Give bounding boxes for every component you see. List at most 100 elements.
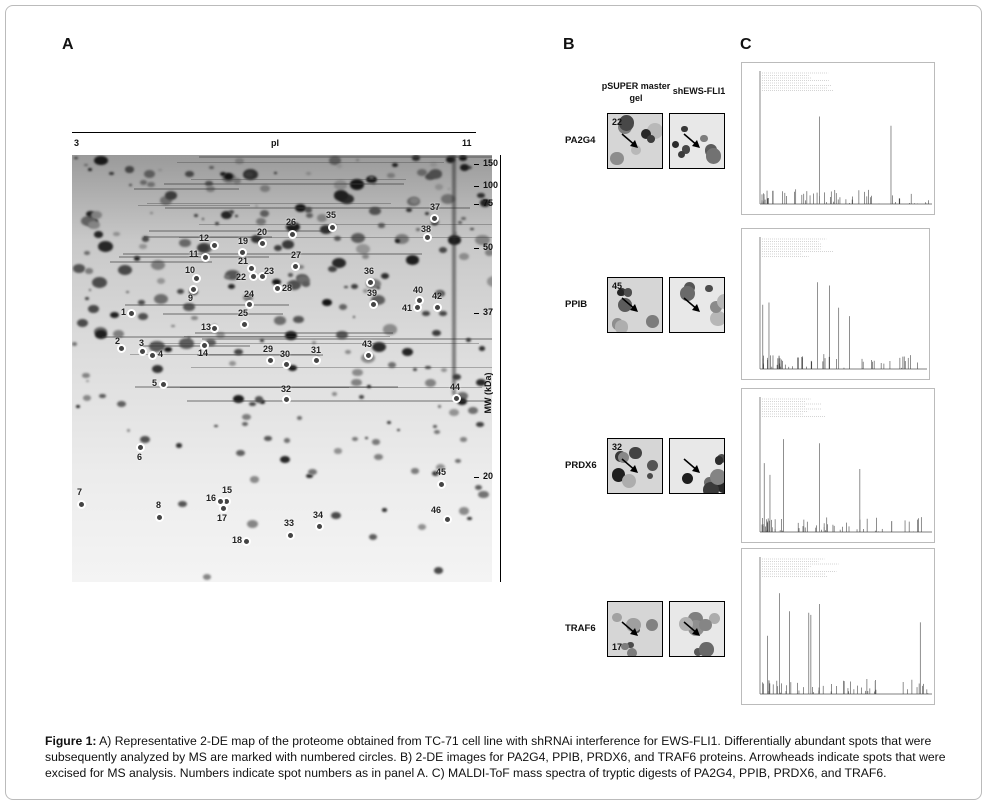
gel-streak	[198, 156, 492, 158]
spot-circle[interactable]	[200, 252, 210, 262]
gel-spot	[178, 501, 187, 508]
gel-spot	[610, 151, 624, 165]
spot-circle[interactable]	[257, 271, 267, 281]
spot-label: 20	[257, 227, 268, 237]
spot-label: 31	[311, 345, 322, 355]
spot-circle[interactable]	[76, 499, 86, 509]
spot-circle[interactable]	[191, 273, 201, 283]
gel-streak	[122, 253, 423, 255]
spot-label: 1	[121, 307, 127, 317]
gel-spot	[280, 455, 291, 463]
mw-axis-title: MW (kDa)	[483, 372, 493, 414]
gel-streak	[160, 386, 482, 389]
gel-spot	[254, 396, 264, 403]
spot-circle[interactable]	[188, 284, 198, 294]
spot-circle[interactable]	[209, 323, 219, 333]
spot-label: 41	[402, 303, 413, 313]
gel-spot	[645, 618, 659, 632]
spot-circle[interactable]	[290, 261, 300, 271]
spot-circle[interactable]	[116, 343, 126, 353]
spot-label: 2	[115, 336, 121, 346]
spectrum-pa2g4	[741, 62, 935, 215]
gel-spot	[441, 367, 447, 372]
gel-spot	[223, 173, 234, 181]
spot-circle[interactable]	[137, 346, 147, 356]
spot-circle[interactable]	[154, 512, 164, 522]
spot-circle[interactable]	[432, 302, 442, 312]
spot-circle[interactable]	[281, 359, 291, 369]
gel-spot	[202, 574, 212, 581]
gel-spot	[255, 218, 266, 226]
spot-circle[interactable]	[209, 240, 219, 250]
gel-spot	[717, 294, 724, 310]
spot-circle[interactable]	[327, 222, 337, 232]
gel-spot	[151, 365, 163, 373]
spot-circle[interactable]	[412, 302, 422, 312]
gel-spot	[83, 251, 90, 256]
gel-spot	[618, 114, 635, 131]
protein-label: PPIB	[565, 299, 588, 310]
gel-spot	[228, 209, 235, 214]
gel-spot	[416, 168, 427, 176]
gel-spot	[117, 401, 126, 408]
spot-number: 45	[612, 281, 623, 291]
gel-streak	[118, 256, 269, 258]
spot-circle[interactable]	[218, 503, 228, 513]
spot-circle[interactable]	[368, 299, 378, 309]
spot-circle[interactable]	[287, 229, 297, 239]
spot-circle[interactable]	[147, 350, 157, 360]
gel-spot	[255, 204, 259, 207]
gel-spot	[332, 392, 338, 396]
spot-circle[interactable]	[237, 247, 247, 257]
spot-circle[interactable]	[126, 308, 136, 318]
gel-spot	[647, 135, 655, 144]
spot-circle[interactable]	[257, 238, 267, 248]
spot-circle[interactable]	[272, 283, 282, 293]
gel-spot	[680, 286, 696, 301]
gel-spot	[457, 392, 469, 400]
mw-tick-label: 20	[483, 471, 494, 481]
spot-circle[interactable]	[451, 393, 461, 403]
spot-circle[interactable]	[158, 379, 168, 389]
gel-spot	[187, 337, 191, 340]
spot-circle[interactable]	[436, 479, 446, 489]
spot-circle[interactable]	[199, 340, 209, 350]
spot-circle[interactable]	[442, 514, 452, 524]
spot-label: 23	[264, 266, 275, 276]
gel-spot	[484, 249, 492, 256]
spot-circle[interactable]	[285, 530, 295, 540]
gel-streak	[102, 336, 288, 338]
gel-spot	[284, 438, 291, 443]
spot-circle[interactable]	[429, 213, 439, 223]
gel-spot	[288, 365, 297, 372]
gel-spot	[705, 148, 722, 164]
gel-spot	[84, 163, 88, 167]
spot-circle[interactable]	[135, 442, 145, 452]
spot-circle[interactable]	[314, 521, 324, 531]
gel-spot	[288, 273, 293, 277]
gel-spot	[460, 216, 467, 221]
gel-spot	[236, 450, 245, 457]
spot-circle[interactable]	[265, 355, 275, 365]
gel-spot	[415, 228, 420, 231]
spot-label: 16	[206, 493, 217, 503]
spot-circle[interactable]	[239, 319, 249, 329]
gel-spot	[229, 360, 237, 366]
spot-circle[interactable]	[365, 277, 375, 287]
spot-circle[interactable]	[363, 350, 373, 360]
gel-spot	[641, 129, 652, 139]
gel-streak	[196, 354, 323, 356]
gel-spot	[412, 367, 417, 371]
spot-circle[interactable]	[248, 271, 258, 281]
spot-label: 43	[362, 339, 373, 349]
gel-spot	[715, 456, 724, 465]
spot-circle[interactable]	[244, 299, 254, 309]
spot-circle[interactable]	[241, 536, 251, 546]
spot-circle[interactable]	[422, 232, 432, 242]
gel-spot	[259, 184, 270, 192]
spot-label: 38	[421, 224, 432, 234]
gel-spot	[264, 435, 273, 442]
gel-spot	[352, 315, 356, 318]
spot-circle[interactable]	[281, 394, 291, 404]
spot-circle[interactable]	[311, 355, 321, 365]
